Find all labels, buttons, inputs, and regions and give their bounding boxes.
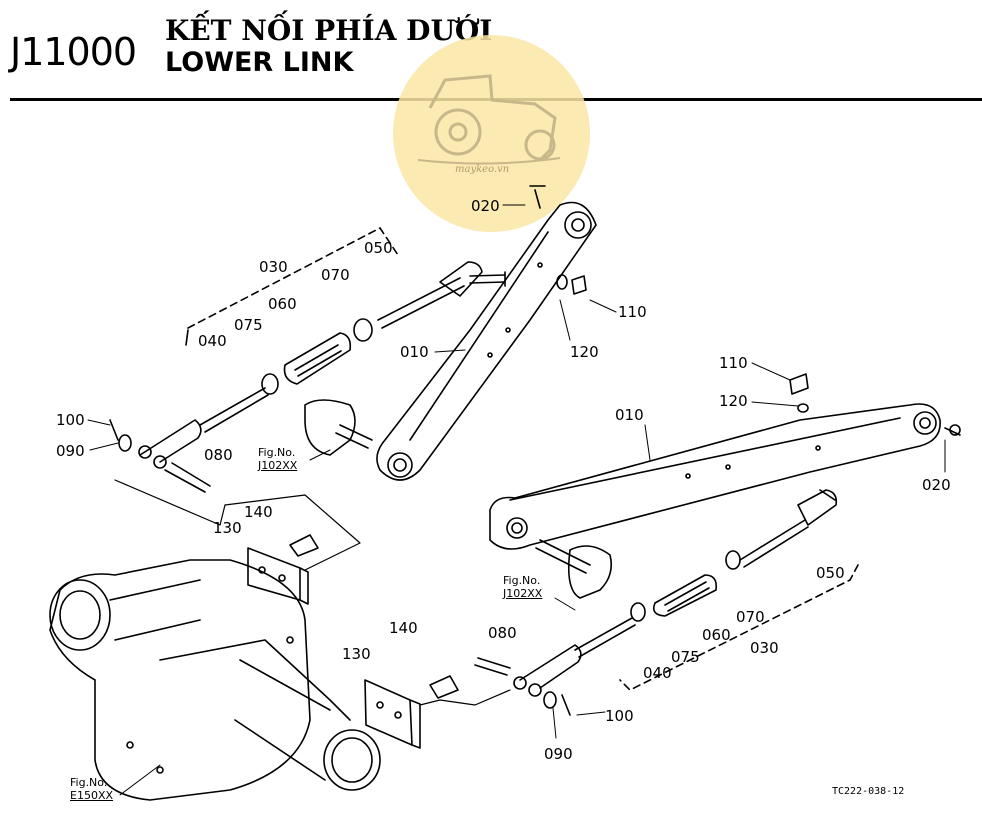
label-140-lower: 140	[389, 619, 418, 637]
title-english: LOWER LINK	[165, 47, 354, 78]
label-040-right: 040	[643, 664, 672, 682]
bracket-130-upper	[247, 534, 319, 605]
figref-upper: Fig.No. J102XX	[258, 446, 297, 472]
figref-right-title: Fig.No.	[503, 574, 541, 587]
label-075-right: 075	[671, 648, 700, 666]
label-010-right: 010	[615, 406, 644, 424]
label-120-top: 120	[570, 343, 599, 361]
label-140-upper: 140	[244, 503, 273, 521]
label-030-right: 030	[750, 639, 779, 657]
drawing-code: TC222-038-12	[832, 786, 905, 797]
figref-upper-code: J102XX	[258, 459, 298, 472]
watermark-badge	[393, 35, 590, 232]
figref-bottom-title: Fig.No.	[70, 776, 108, 789]
label-100-left: 100	[56, 411, 85, 429]
label-110-top: 110	[618, 303, 647, 321]
turnbuckle-060	[283, 332, 352, 385]
label-020-right: 020	[922, 476, 951, 494]
label-075-left: 075	[234, 316, 263, 334]
label-080-left: 080	[204, 446, 233, 464]
tractor-icon	[417, 74, 561, 165]
figref-bottom: Fig.No. E150XX	[70, 776, 113, 802]
label-050-left: 050	[364, 239, 393, 257]
figref-upper-title: Fig.No.	[258, 446, 296, 459]
label-020-top: 020	[471, 197, 500, 215]
transmission-housing	[49, 559, 381, 801]
label-060-left: 060	[268, 295, 297, 313]
label-090-right: 090	[544, 745, 573, 763]
lift-rod-050	[377, 261, 506, 329]
label-070-left: 070	[321, 266, 350, 284]
label-080-right: 080	[488, 624, 517, 642]
lower-link-arm-right	[489, 403, 941, 550]
label-030-left: 030	[259, 258, 288, 276]
label-100-right: 100	[605, 707, 634, 725]
label-070-right: 070	[736, 608, 765, 626]
figref-bottom-code: E150XX	[70, 789, 114, 802]
figref-right: Fig.No. J102XX	[503, 574, 542, 600]
label-110-right: 110	[719, 354, 748, 372]
title-vietnamese: KẾT NỐI PHÍA DƯỚI	[165, 14, 493, 47]
label-050-right: 050	[816, 564, 845, 582]
section-code: J11000	[10, 30, 137, 74]
lower-link-arm-left	[376, 201, 597, 481]
figref-right-code: J102XX	[503, 587, 543, 600]
label-120-right: 120	[719, 392, 748, 410]
label-010-left: 010	[400, 343, 429, 361]
label-130-lower: 130	[342, 645, 371, 663]
label-040-left: 040	[198, 332, 227, 350]
bracket-130-lower	[364, 675, 459, 749]
label-130-upper: 130	[213, 519, 242, 537]
label-060-right: 060	[702, 626, 731, 644]
label-090-left: 090	[56, 442, 85, 460]
watermark-text: maykeo.vn	[455, 164, 510, 175]
